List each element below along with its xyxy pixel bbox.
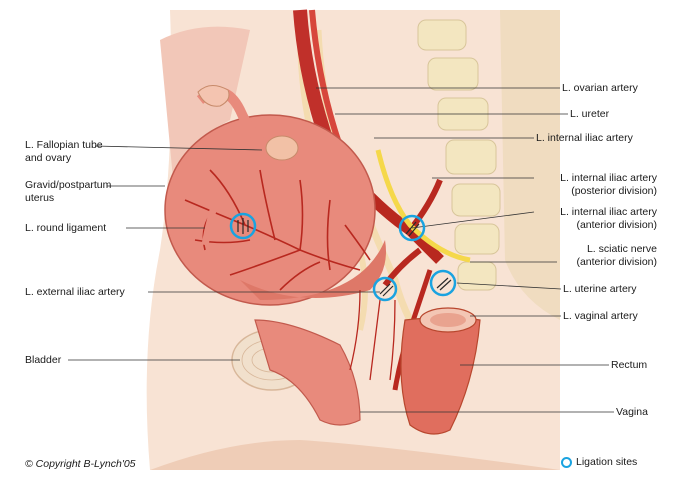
ligature-ties — [237, 218, 452, 297]
label-vaginal-artery: L. vaginal artery — [563, 310, 638, 323]
rectum-lumen-inner — [430, 313, 466, 327]
label-fallopian-line-2: and ovary — [25, 152, 72, 164]
label-vaginal-artery-line-1: L. vaginal artery — [563, 310, 638, 322]
label-internal-iliac-anterior: L. internal iliac artery (anterior divis… — [536, 206, 657, 232]
fimbriae — [197, 85, 230, 107]
label-round-ligament: L. round ligament — [25, 222, 106, 235]
uterus-body — [164, 114, 376, 306]
ovarian-vein — [309, 9, 341, 141]
label-ureter: L. ureter — [570, 108, 609, 121]
label-sciatic-nerve-line-2: (anterior division) — [576, 256, 657, 268]
ligation-site-external-iliac — [372, 276, 398, 302]
label-uterine-artery-line-1: L. uterine artery — [563, 283, 637, 295]
label-internal-iliac-posterior-line-1: L. internal iliac artery — [560, 172, 657, 184]
label-internal-iliac-anterior-line-1: L. internal iliac artery — [560, 206, 657, 218]
label-uterus-line-2: uterus — [25, 192, 55, 204]
ovary — [265, 135, 299, 161]
label-rectum: Rectum — [611, 359, 647, 372]
label-external-iliac-line-1: L. external iliac artery — [25, 286, 125, 298]
label-ovarian-artery-line-1: L. ovarian artery — [562, 82, 638, 94]
vaginal-vessels — [349, 289, 396, 381]
label-vagina-line-1: Vagina — [616, 406, 648, 418]
round-ligament-vessel — [201, 188, 224, 246]
label-internal-iliac: L. internal iliac artery — [536, 132, 633, 145]
label-vagina: Vagina — [616, 406, 648, 419]
uterus-lower-segment — [240, 240, 386, 300]
label-external-iliac: L. external iliac artery — [25, 286, 125, 299]
label-uterine-artery: L. uterine artery — [563, 283, 637, 296]
ligation-site-internal-iliac-anterior — [398, 214, 426, 242]
label-internal-iliac-posterior: L. internal iliac artery (posterior divi… — [536, 172, 657, 198]
copyright-notice: © Copyright B-Lynch'05 — [25, 458, 136, 470]
vagina-organ — [254, 319, 361, 426]
legend-label: Ligation sites — [576, 456, 638, 468]
leader-lines — [68, 87, 614, 413]
label-bladder: Bladder — [25, 354, 61, 367]
label-uterus-line-1: Gravid/postpartum — [25, 179, 112, 191]
label-internal-iliac-posterior-line-2: (posterior division) — [571, 185, 657, 197]
label-bladder-line-1: Bladder — [25, 354, 62, 366]
label-ovarian-artery: L. ovarian artery — [562, 82, 638, 95]
ligation-ring-icon — [561, 456, 572, 468]
label-fallopian-line-1: L. Fallopian tube — [25, 139, 103, 151]
label-sciatic-nerve-line-1: L. sciatic nerve — [586, 243, 657, 255]
uterine-artery-vessel — [382, 247, 422, 287]
label-uterus: Gravid/postpartum uterus — [25, 179, 111, 205]
label-sciatic-nerve: L. sciatic nerve (anterior division) — [540, 243, 657, 269]
label-fallopian-tube: L. Fallopian tube and ovary — [25, 139, 103, 165]
label-internal-iliac-line-1: L. internal iliac artery — [536, 132, 633, 144]
label-internal-iliac-anterior-line-2: (anterior division) — [576, 219, 657, 231]
ligation-site-uterine — [429, 269, 457, 297]
label-rectum-line-1: Rectum — [611, 359, 648, 371]
sciatic-nerve-vessel — [375, 149, 471, 263]
label-round-ligament-line-1: L. round ligament — [25, 222, 107, 234]
ligation-site-round-ligament — [229, 212, 257, 240]
ligation-site-markers — [229, 212, 457, 302]
legend: Ligation sites — [561, 456, 637, 468]
sacrum — [500, 10, 560, 320]
lower-skin-fold — [150, 440, 560, 470]
label-ureter-line-1: L. ureter — [570, 108, 610, 120]
